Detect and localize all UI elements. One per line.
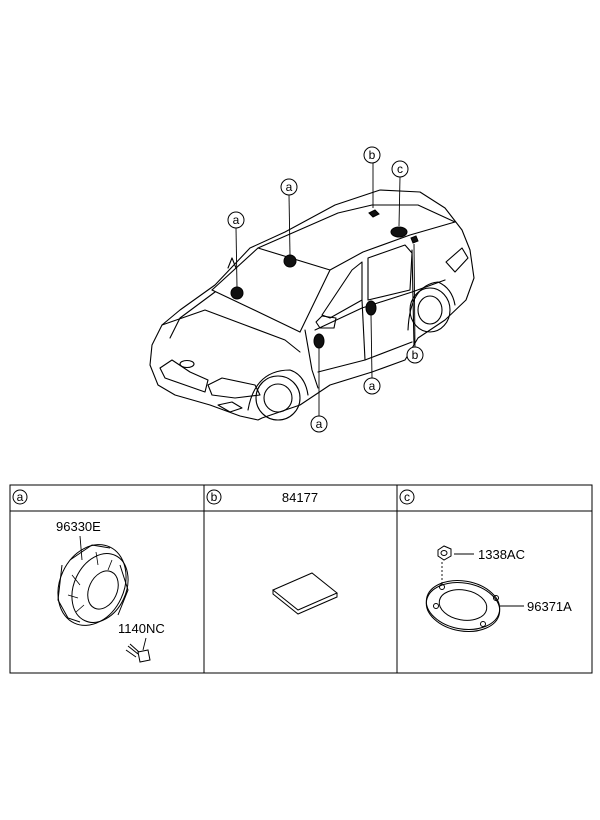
screw-part-number: 1140NC [118, 621, 165, 636]
leader-c-pillar [413, 243, 416, 348]
speaker-spokes [67, 551, 113, 613]
table-border [9, 484, 593, 674]
panel-a-letter: a [17, 490, 24, 504]
pad-c-pillar [410, 235, 419, 244]
callout-label: c [397, 162, 403, 176]
car-rear-window [367, 244, 413, 301]
bracket-hole-3 [433, 603, 439, 609]
car-grille [159, 359, 209, 393]
leader-rear-door [370, 314, 373, 379]
panel-b-content [272, 572, 338, 615]
callout-label: a [286, 180, 293, 194]
panel-b-letter: b [211, 490, 218, 504]
speaker-drawing [57, 544, 129, 626]
table-header: a b 84177 c [12, 489, 415, 505]
car-rear-wheel [409, 287, 451, 333]
speaker-leader [79, 535, 83, 561]
leader-mid-roof [288, 194, 291, 256]
callout-front-roof: a [227, 211, 245, 229]
screw-shank [125, 643, 140, 658]
car-door-line-mid [361, 299, 366, 361]
callout-rear-shelf: b [363, 146, 381, 164]
car-illustration [149, 189, 475, 421]
screw-head [137, 649, 151, 663]
panel-b-part-number: 84177 [282, 490, 318, 505]
callout-label: a [316, 417, 323, 431]
car-rear-rim [417, 295, 443, 325]
car-front-window [321, 261, 363, 319]
car-roof [211, 204, 456, 333]
car-door-line-front [304, 329, 319, 389]
pad-markers [230, 209, 419, 349]
speaker-inner-cone [87, 570, 119, 610]
panel-c-content: 1338AC 96371A [425, 545, 572, 632]
pad-drawing-top [272, 572, 338, 611]
panel-a-content: 96330E 1140NC [56, 519, 165, 663]
bracket-inner-ring [438, 589, 488, 621]
car-side-skirt [317, 341, 413, 373]
car-hood [161, 309, 301, 353]
bracket-outer-ring-edge [425, 582, 501, 632]
callout-rear-speaker: c [391, 160, 409, 178]
leader-front-roof [235, 227, 238, 288]
car-rear-wheel-arch [407, 281, 456, 331]
speaker-cone [71, 553, 129, 623]
nut-hex [437, 545, 452, 561]
pad-drawing-thickness [272, 590, 338, 615]
bracket-hole-2 [493, 595, 499, 601]
car-front-rim [263, 383, 293, 413]
speaker-frame [57, 544, 129, 623]
pad-rear-speaker [390, 226, 408, 238]
car-front-wheel [255, 375, 301, 421]
nut-part-number: 1338AC [478, 547, 525, 562]
leader-lines [235, 163, 416, 416]
parts-table [9, 484, 593, 674]
bracket-outer-ring [425, 580, 501, 630]
callout-label: b [412, 348, 419, 362]
car-front-wheel-arch [247, 369, 309, 411]
panel-c-letter: c [404, 490, 410, 504]
car-headlight [207, 377, 261, 399]
screw-drawing [125, 643, 151, 663]
screw-leader [142, 637, 147, 651]
bracket-part-number: 96371A [527, 599, 572, 614]
leader-rear-speaker [398, 176, 401, 227]
callouts: a a b c b a a [227, 146, 424, 433]
callout-mid-roof: a [280, 178, 298, 196]
pad-rear-door [365, 300, 377, 316]
callout-label: a [369, 379, 376, 393]
pad-rear-shelf [368, 209, 380, 218]
car-emblem [179, 359, 195, 369]
pad-front-door [313, 333, 325, 349]
car-antenna [227, 257, 237, 269]
car-body-outline [149, 189, 475, 421]
car-belt-line [314, 279, 446, 331]
pad-front-roof [230, 286, 244, 300]
car-windshield-base [211, 289, 301, 333]
callout-label: a [233, 213, 240, 227]
callout-label: b [369, 148, 376, 162]
car-tail-light [445, 247, 469, 273]
nut-drawing [437, 545, 452, 561]
bracket-hole-1 [439, 584, 445, 590]
callout-rear-door: a [363, 377, 381, 395]
callout-front-door: a [310, 415, 328, 433]
nut-hole [440, 550, 448, 556]
speaker-part-number: 96330E [56, 519, 101, 534]
speaker-outer-ring [57, 544, 127, 626]
pad-mid-roof [283, 254, 297, 268]
callout-c-pillar: b [406, 346, 424, 364]
bracket-drawing [425, 580, 501, 632]
car-hood-crease [169, 291, 216, 339]
car-fog-lamp [217, 401, 243, 413]
bracket-hole-4 [480, 621, 486, 627]
car-mirror [315, 315, 337, 329]
